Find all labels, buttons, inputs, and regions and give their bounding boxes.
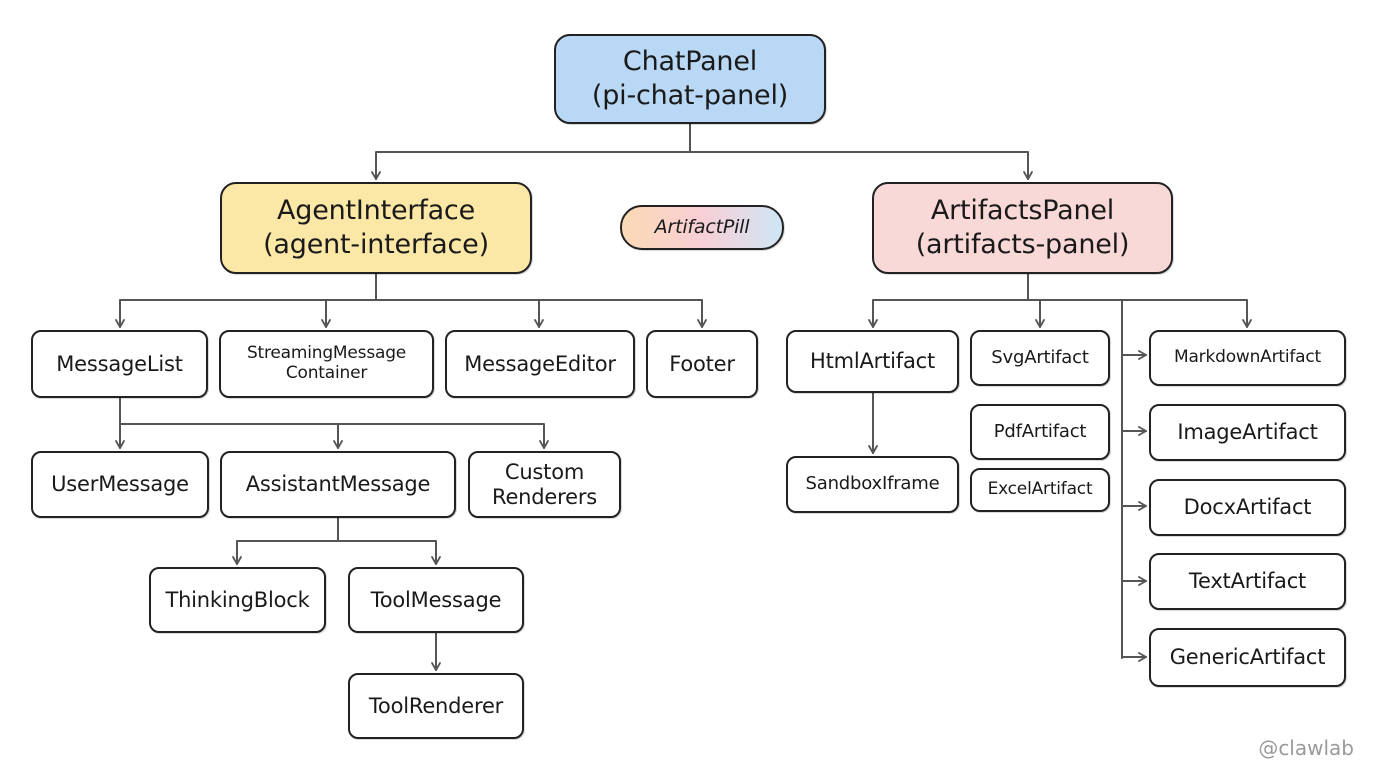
node-tool-message-label: ToolMessage [370,587,502,612]
node-thinking-block: ThinkingBlock [149,567,326,633]
node-excel-artifact-label: ExcelArtifact [987,479,1093,500]
node-generic-artifact-label: GenericArtifact [1169,645,1326,670]
edge-agentinterface-streaming [321,299,377,328]
node-html-artifact-label: HtmlArtifact [809,349,936,374]
edge-agentinterface-footer [375,299,707,328]
node-chat-panel-label: ChatPanel (pi-chat-panel) [591,46,789,111]
node-svg-artifact: SvgArtifact [970,330,1110,386]
node-artifacts-panel: ArtifactsPanel (artifacts-panel) [872,182,1173,274]
node-docx-artifact-label: DocxArtifact [1183,495,1312,520]
node-pdf-artifact: PdfArtifact [970,404,1110,460]
node-streaming-message-container-label: StreamingMessage Container [246,343,407,383]
edge-artifactspanel-htmlartifact [868,299,1029,328]
node-markdown-artifact-label: MarkdownArtifact [1173,347,1321,368]
edge-chatpanel-agentinterface [371,151,691,180]
node-user-message: UserMessage [31,451,209,518]
node-sandbox-iframe-label: SandboxIframe [805,473,940,495]
node-tool-message: ToolMessage [348,567,524,633]
node-assistant-message: AssistantMessage [220,451,456,518]
node-artifacts-panel-label: ArtifactsPanel (artifacts-panel) [915,195,1130,260]
node-artifact-pill: ArtifactPill [620,205,784,250]
node-svg-artifact-label: SvgArtifact [991,346,1089,368]
node-excel-artifact: ExcelArtifact [970,468,1110,512]
watermark: @clawlab [1258,736,1354,760]
node-tool-renderer: ToolRenderer [348,673,524,739]
node-chat-panel: ChatPanel (pi-chat-panel) [554,34,826,124]
edge-agentinterface-messagelist [115,299,377,328]
node-custom-renderers-label: Custom Renderers [492,460,597,509]
edge-assistantmessage-toolmessage [337,540,441,565]
node-message-list-label: MessageList [56,351,183,376]
node-text-artifact: TextArtifact [1149,553,1346,610]
node-sandbox-iframe: SandboxIframe [786,456,959,513]
node-footer-label: Footer [669,351,735,376]
node-message-editor: MessageEditor [445,330,635,398]
node-artifact-pill-label: ArtifactPill [654,215,750,238]
node-pdf-artifact-label: PdfArtifact [993,420,1087,442]
node-agent-interface: AgentInterface (agent-interface) [220,182,532,274]
node-streaming-message-container: StreamingMessage Container [219,330,434,398]
node-message-editor-label: MessageEditor [464,351,616,376]
node-image-artifact-label: ImageArtifact [1177,420,1318,445]
node-assistant-message-label: AssistantMessage [245,472,431,497]
node-message-list: MessageList [31,330,208,398]
node-tool-renderer-label: ToolRenderer [368,693,504,718]
edge-agentinterface-messageeditor [375,299,544,328]
node-agent-interface-label: AgentInterface (agent-interface) [263,195,489,260]
node-docx-artifact: DocxArtifact [1149,479,1346,536]
node-custom-renderers: Custom Renderers [468,451,621,518]
edge-artifactspanel-markdownartifact [1027,299,1252,328]
node-html-artifact: HtmlArtifact [786,330,959,393]
node-text-artifact-label: TextArtifact [1188,569,1307,594]
node-footer: Footer [646,330,758,398]
edge-messagelist-assistantmessage [119,423,343,449]
edge-assistantmessage-thinkingblock [232,540,339,565]
node-thinking-block-label: ThinkingBlock [165,587,310,612]
edge-chatpanel-artifactspanel [689,151,1033,180]
node-user-message-label: UserMessage [51,472,189,497]
node-markdown-artifact: MarkdownArtifact [1149,330,1346,386]
edge-messagelist-customrenderers [119,423,549,449]
node-generic-artifact: GenericArtifact [1149,628,1346,687]
node-image-artifact: ImageArtifact [1149,404,1346,461]
